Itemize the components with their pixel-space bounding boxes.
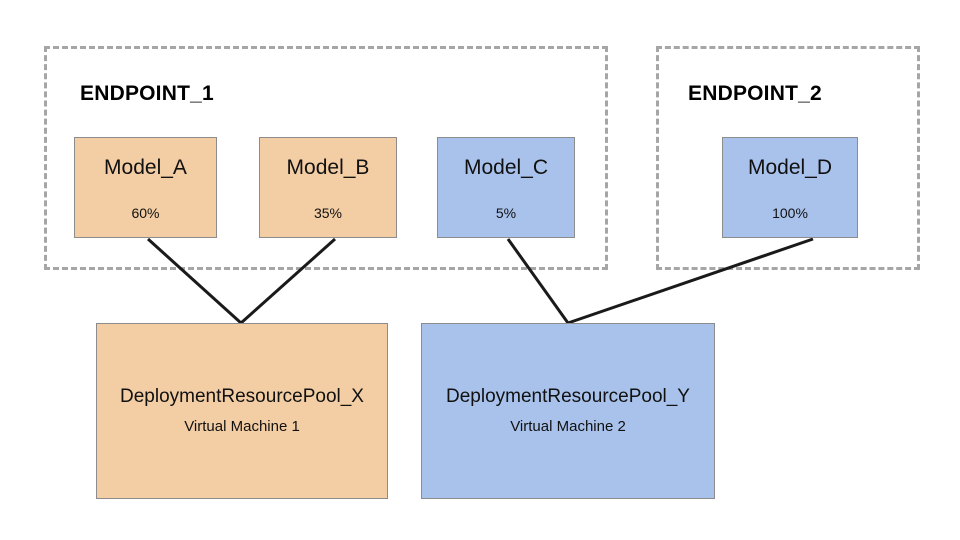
model-a-name: Model_A (104, 156, 187, 179)
pool-x-machine: Virtual Machine 1 (184, 417, 300, 435)
pool-y-name: DeploymentResourcePool_Y (446, 385, 690, 407)
model-b-name: Model_B (286, 156, 370, 179)
model-a-traffic-split: 60% (131, 205, 160, 221)
model-c-traffic-split: 5% (495, 205, 517, 221)
model-d-traffic-split: 100% (772, 205, 808, 221)
model-box-model-c[interactable]: Model_C 5% (437, 137, 575, 238)
model-box-model-b[interactable]: Model_B 35% (259, 137, 397, 238)
model-b-traffic-split: 35% (313, 205, 343, 221)
pool-y-machine: Virtual Machine 2 (510, 417, 626, 435)
model-box-model-a[interactable]: Model_A 60% (74, 137, 217, 238)
pool-box-deployment-resource-pool-x[interactable]: DeploymentResourcePool_X Virtual Machine… (96, 323, 388, 499)
pool-box-deployment-resource-pool-y[interactable]: DeploymentResourcePool_Y Virtual Machine… (421, 323, 715, 499)
endpoint-1-label: ENDPOINT_1 (80, 82, 214, 105)
model-c-name: Model_C (463, 156, 549, 179)
endpoint-2-label: ENDPOINT_2 (688, 82, 822, 105)
model-d-name: Model_D (747, 156, 833, 179)
model-box-model-d[interactable]: Model_D 100% (722, 137, 858, 238)
pool-x-name: DeploymentResourcePool_X (120, 385, 364, 407)
